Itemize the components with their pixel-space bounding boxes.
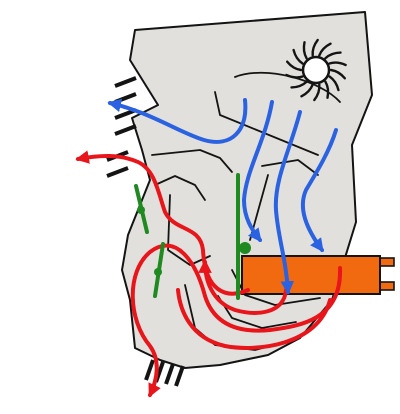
fan-icon [285, 38, 347, 102]
fan-blade [285, 73, 304, 79]
cool-stream-3 [300, 128, 338, 253]
floor-flap [153, 242, 165, 298]
blend-flap [236, 173, 251, 300]
fan-blade [300, 83, 314, 98]
fan-blade [324, 80, 330, 99]
warm-stream-defrost [75, 150, 250, 296]
warm-stream-loop [198, 259, 288, 315]
cool-stream-2 [273, 110, 302, 295]
fan-blade [302, 41, 308, 60]
warm-stream-floor [130, 243, 343, 398]
fan-blade [286, 60, 303, 72]
cool-stream-1 [241, 100, 274, 243]
warm-stream-return [176, 288, 332, 350]
fan-blade [329, 68, 346, 80]
fan-blade [328, 75, 340, 92]
defrost-flap [134, 184, 149, 234]
cool-stream-upper-vent [107, 98, 248, 144]
fan-blade [292, 48, 304, 65]
fan-blade [311, 38, 319, 57]
fan-blade [290, 80, 308, 89]
fan-blade [318, 42, 332, 57]
fan-blade [328, 61, 347, 67]
cool-airflow-streams [107, 98, 338, 295]
fan-blades [285, 38, 347, 102]
fan-blade [324, 51, 342, 60]
fan-blade [313, 83, 321, 102]
heater-core-icon [241, 255, 395, 295]
warm-airflow-streams [75, 150, 343, 398]
